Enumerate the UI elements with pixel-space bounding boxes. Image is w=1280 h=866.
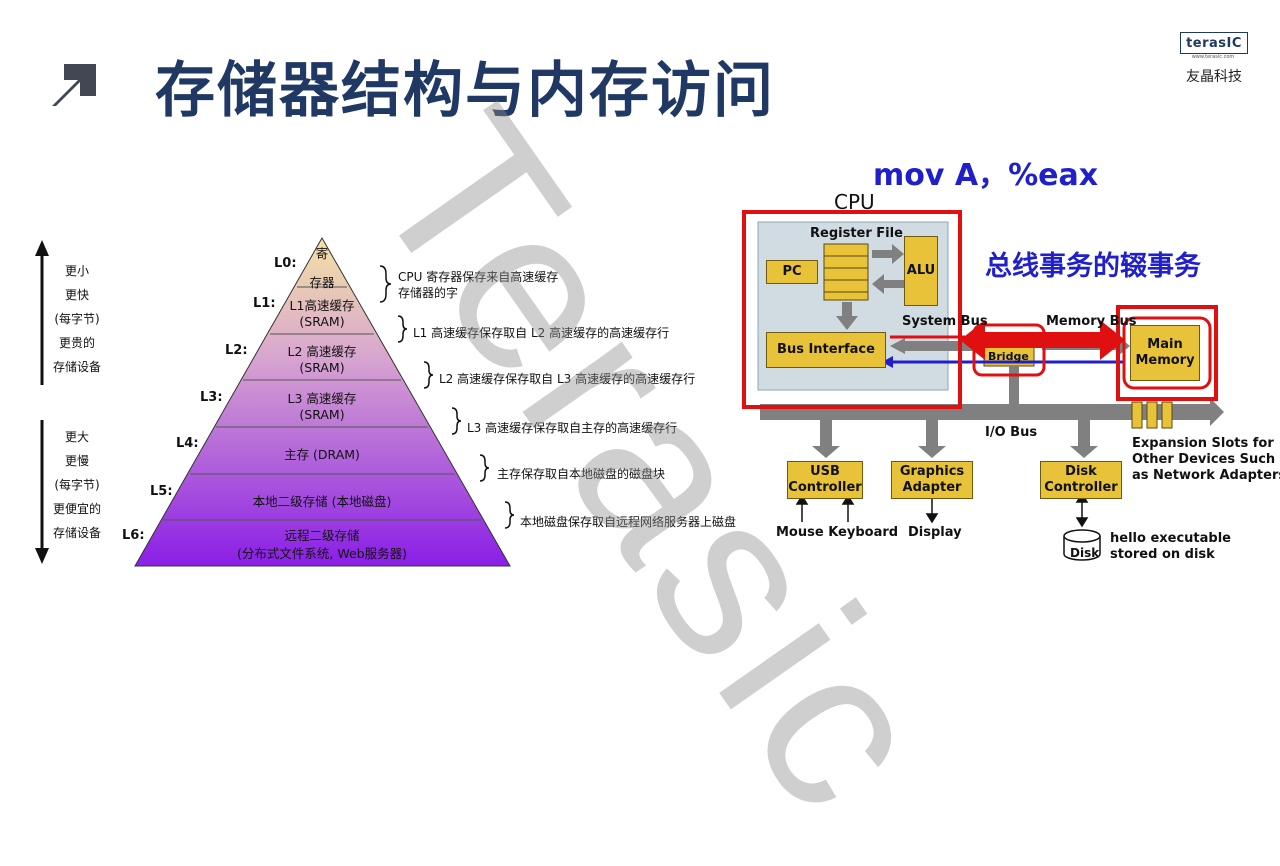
logo-company-name: 友晶科技 [1186,69,1242,85]
note-l3: L3 高速缓存保存取自主存的高速缓存行 [467,421,678,435]
alu-block: ALU [904,236,938,306]
side-label-top-5: 存储设备 [52,360,101,374]
logo-text: terasIC [1186,35,1242,51]
level-id-l3: L3: [200,390,223,405]
level-id-l6: L6: [122,528,145,543]
pyramid [134,236,511,567]
memory-hierarchy-diagram [35,236,515,567]
cpu-highlight [742,210,962,409]
layer-l6-line1: 远程二级存储 [284,528,360,543]
disk-label: Disk [1070,546,1100,560]
side-label-top-3: (每字节) [54,312,100,326]
hello-line2: stored on disk [1110,547,1215,562]
usb-line1: USB [810,464,840,479]
bus-transaction-label: 总线事务的辍事务 [985,251,1201,282]
note-l5: 本地磁盘保存取自远程网络服务器上磁盘 [520,515,737,529]
expansion-line2: Other Devices Such [1132,452,1276,467]
note-l0: CPU 寄存器保存来自高速缓存 [398,270,559,284]
hello-line1: hello executable [1110,531,1231,546]
layer-l2-line1: L2 高速缓存 [287,344,357,359]
side-label-bottom-4: 更便宜的 [52,502,101,516]
memory-highlight [1116,305,1218,401]
mouse-keyboard-label: Mouse Keyboard [776,525,899,540]
layer-l3-line1: L3 高速缓存 [287,391,357,406]
graphics-adapter-block: Graphics Adapter [891,461,973,499]
layer-l4-line1: 主存 (DRAM) [284,447,360,462]
side-arrows [35,240,49,564]
disk-ctrl-line2: Controller [1044,480,1118,495]
main-memory-line1: Main [1147,337,1183,352]
expansion-slots [1131,401,1173,429]
register-file-label: Register File [810,226,903,241]
register-file-stack [823,243,869,301]
level-id-l2: L2: [225,343,248,358]
instruction-text: mov A，%eax [873,158,1099,193]
logo-url: www.terasic.com [1191,54,1235,60]
layer-l1-line1: L1高速缓存 [289,298,355,313]
layer-l6-line2: (分布式文件系统, Web服务器) [237,546,407,561]
bridge-highlight [972,323,1046,377]
side-label-bottom-3: (每字节) [54,478,100,492]
expansion-line1: Expansion Slots for [1132,436,1274,451]
layer-l1-line2: (SRAM) [299,314,345,329]
main-memory-block: Main Memory [1130,325,1200,381]
terasic-logo: terasIC [1180,32,1248,54]
graphics-line2: Adapter [902,480,962,495]
disk-ctrl-line1: Disk [1065,464,1097,479]
layer-l2-line2: (SRAM) [299,360,345,375]
side-label-bottom-2: 更慢 [64,454,89,468]
graphics-line1: Graphics [899,464,965,479]
side-label-bottom-5: 存储设备 [52,526,101,540]
note-l1: L1 高速缓存保存取自 L2 高速缓存的高速缓存行 [413,326,670,340]
level-id-l1: L1: [253,296,276,311]
note-l4: 主存保存取自本地磁盘的磁盘块 [497,467,666,481]
system-bus-label: System Bus [902,314,988,329]
disk-icon [1063,529,1101,561]
layer-l3-line2: (SRAM) [299,407,345,422]
usb-line2: Controller [788,480,862,495]
expansion-line3: as Network Adapters [1132,468,1280,483]
usb-controller-block: USB Controller [787,461,863,499]
main-memory-line2: Memory [1135,353,1195,368]
level-id-l5: L5: [150,484,173,499]
level-braces [379,265,515,529]
layer-l0-line2: 存器 [309,275,335,290]
pyramid-dividers [163,286,481,521]
peripheral-arrows [795,492,1089,528]
memory-bus-label: Memory Bus [1046,314,1137,329]
bus-interface-block: Bus Interface [766,332,886,368]
side-label-bottom-1: 更大 [64,430,89,444]
note-l0-line2: 存储器的字 [398,286,459,300]
arrow-icon [52,64,96,106]
io-bus-label: I/O Bus [985,425,1038,440]
level-id-l0: L0: [274,256,297,271]
page-title: 存储器结构与内存访问 [155,56,775,126]
layer-l5-line1: 本地二级存储 (本地磁盘) [252,494,392,509]
pc-block: PC [766,260,818,284]
bridge-label: Bridge [988,350,1029,363]
level-id-l4: L4: [176,436,199,451]
side-label-top-4: 更贵的 [58,336,95,350]
note-l2: L2 高速缓存保存取自 L3 高速缓存的高速缓存行 [439,372,696,386]
disk-controller-block: Disk Controller [1040,461,1122,499]
side-label-top-2: 更快 [64,288,89,302]
side-label-top-1: 更小 [64,264,89,278]
display-label: Display [908,525,962,540]
layer-l0-line1: 寄 [315,246,329,261]
io-drops [812,420,1098,458]
